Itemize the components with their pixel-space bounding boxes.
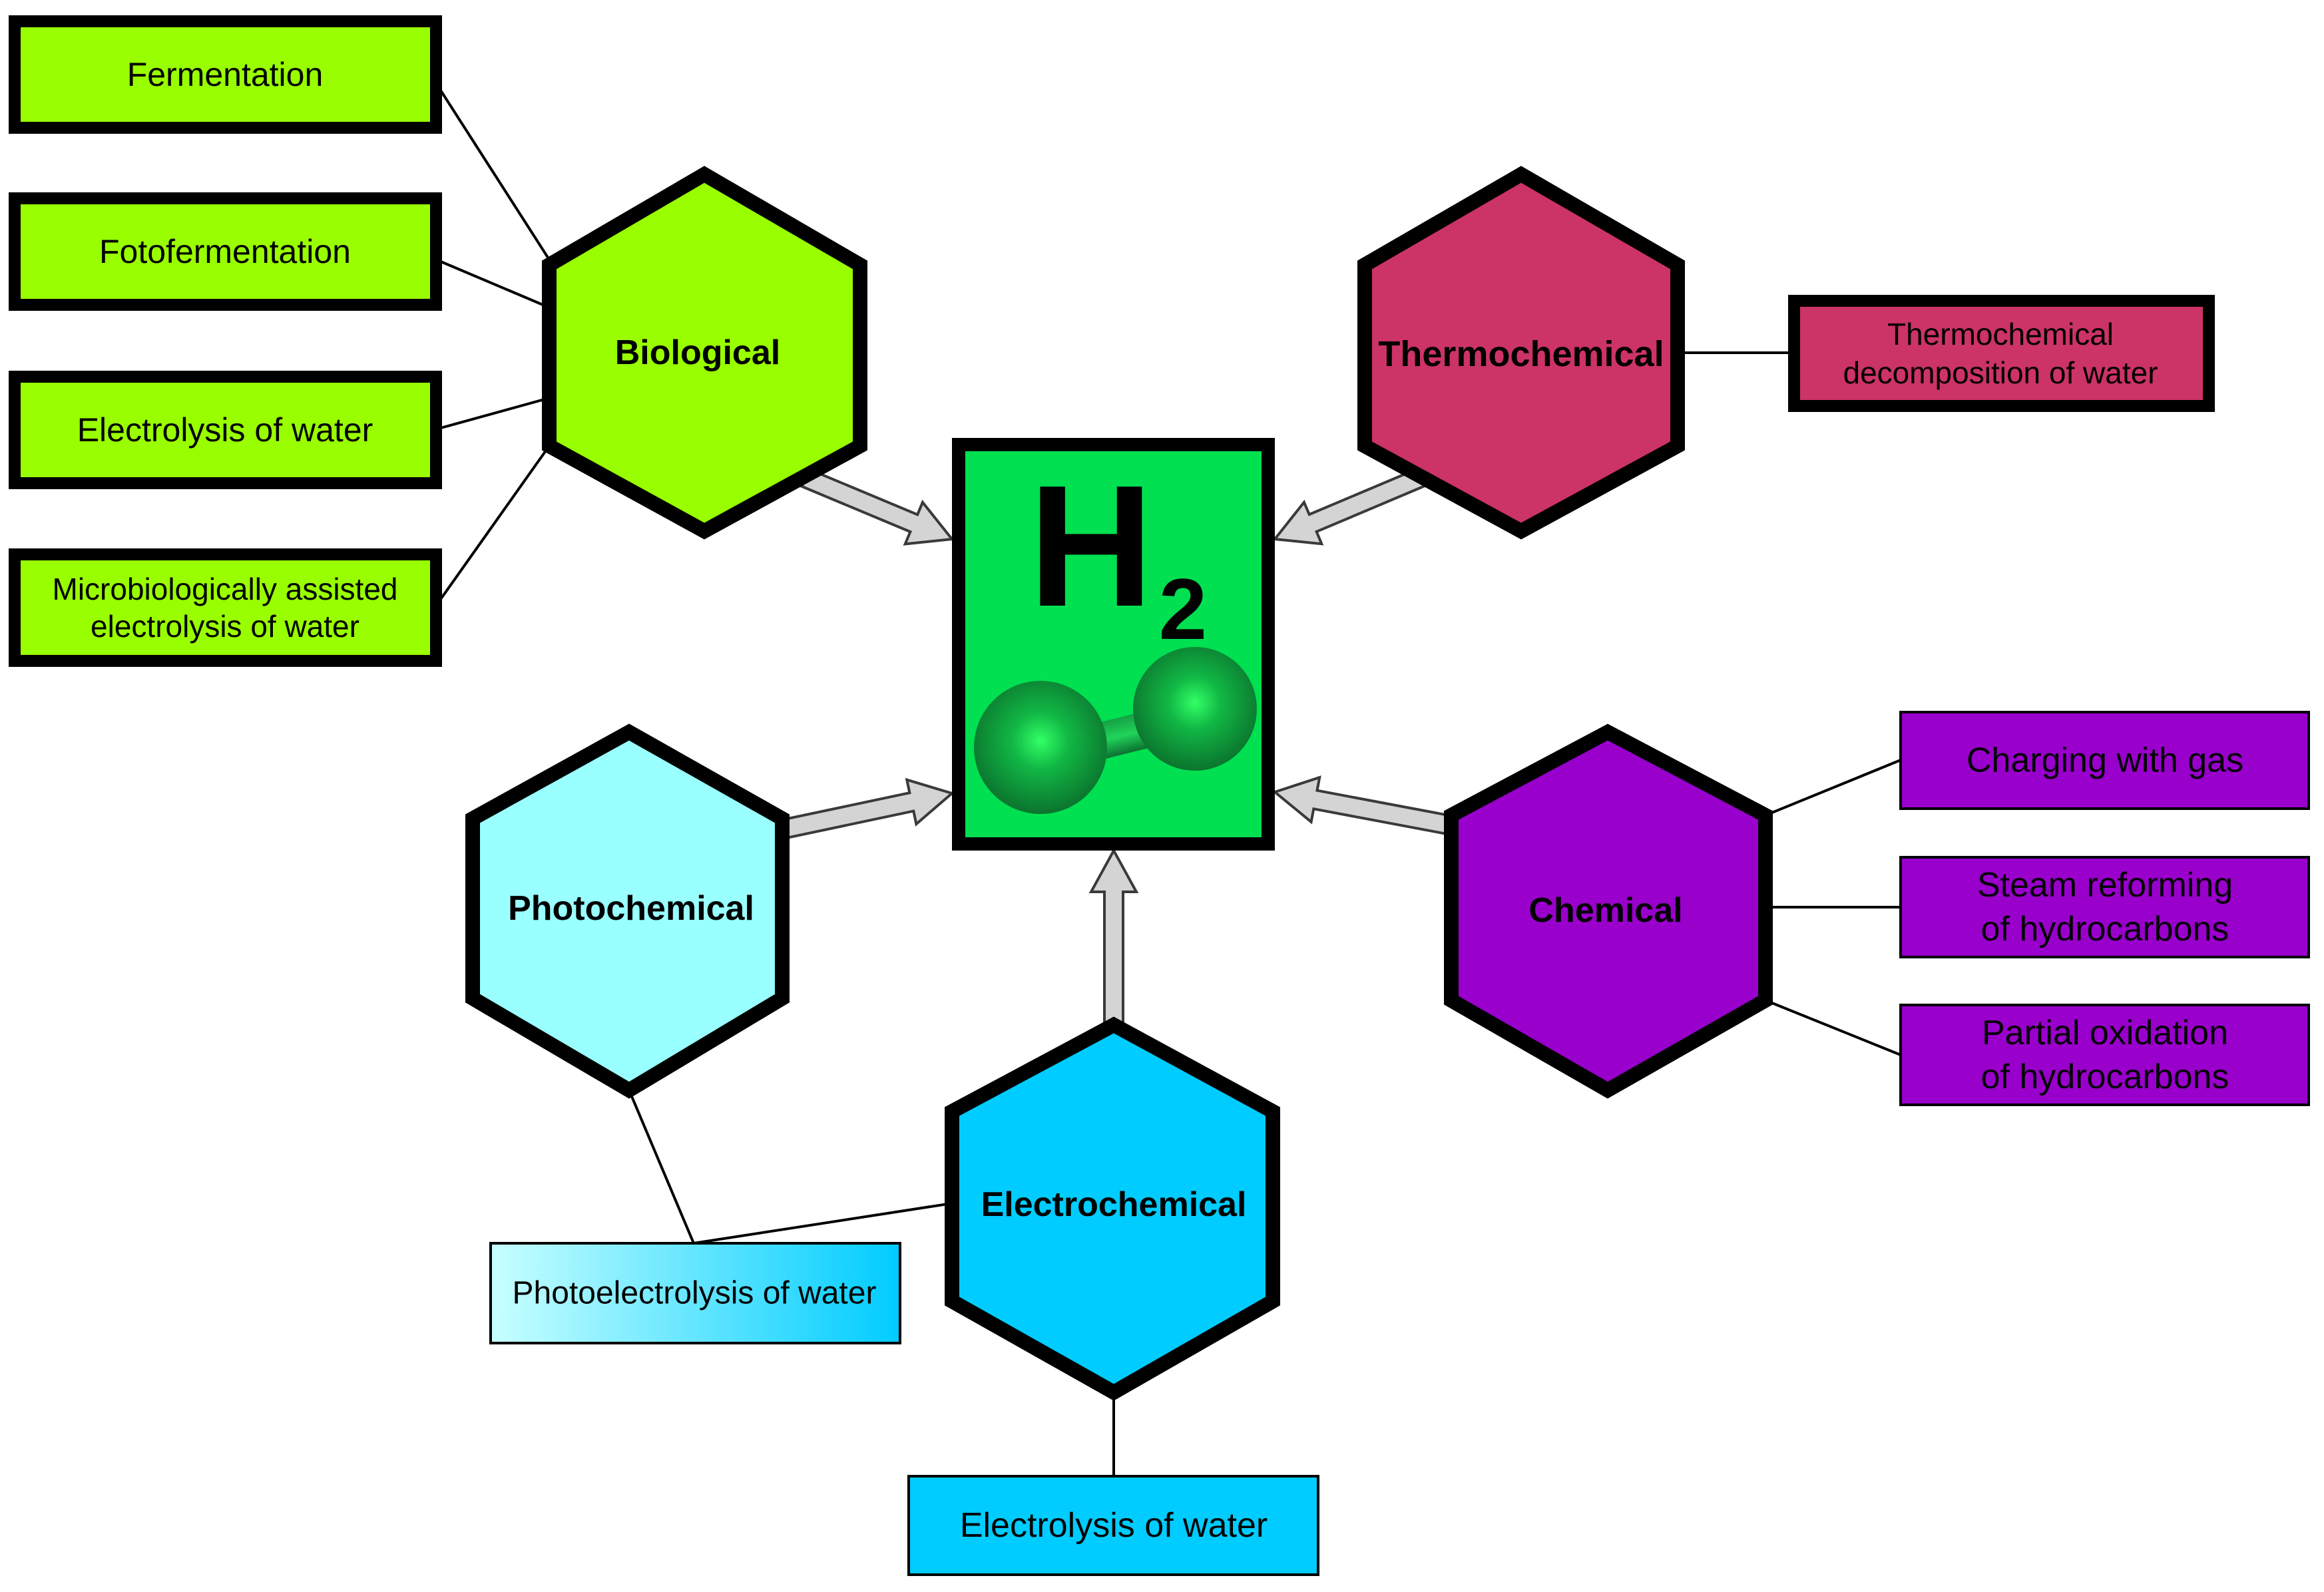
box-electro-electrolysis-line-1: Electrolysis of water bbox=[960, 1506, 1268, 1545]
connector-charging bbox=[1765, 759, 1901, 817]
hexagon-electrochemical: Electrochemical bbox=[945, 1016, 1280, 1401]
box-charging-rect bbox=[1899, 711, 2310, 810]
box-bio-electrolysis: Electrolysis of water bbox=[9, 371, 442, 489]
box-fermentation: Fermentation bbox=[9, 15, 442, 134]
hexagon-chemical: Chemical bbox=[1444, 723, 1773, 1099]
connector-fermentation bbox=[435, 82, 551, 261]
hexagon-electrochemical-shape bbox=[945, 1016, 1280, 1401]
box-steam: Steam reforming of hydrocarbons bbox=[1899, 856, 2310, 958]
box-bio-electrolysis-rect bbox=[9, 371, 442, 489]
hexagon-photochemical-label: Photochemical bbox=[508, 889, 754, 928]
box-fermentation-line-1: Fermentation bbox=[127, 56, 324, 93]
box-microbio-line-2: electrolysis of water bbox=[91, 609, 359, 644]
box-thermo-decomp-line-1: Thermochemical bbox=[1887, 317, 2114, 351]
center-h2-symbol: H2 bbox=[1029, 450, 1207, 658]
arrow-photochemical bbox=[782, 777, 955, 840]
arrow-electrochemical bbox=[1088, 847, 1139, 1026]
box-thermo-decomp-line-2: decomposition of water bbox=[1843, 355, 2158, 390]
hexagon-photochemical-shape bbox=[465, 723, 790, 1099]
center-h2-box: H2 bbox=[952, 438, 1275, 851]
box-fermentation-rect bbox=[9, 15, 442, 134]
hexagon-electrochemical-label: Electrochemical bbox=[981, 1185, 1247, 1224]
box-charging: Charging with gas bbox=[1899, 711, 2310, 810]
connector-bio-electrolysis bbox=[435, 397, 550, 431]
box-fotofermentation-rect bbox=[9, 192, 442, 311]
connector-partial bbox=[1765, 999, 1901, 1056]
box-partial-rect bbox=[1899, 1004, 2310, 1106]
center-h2-sub: 2 bbox=[1159, 560, 1207, 658]
hexagon-biological-shape bbox=[542, 166, 867, 540]
box-thermo-decomp-rect bbox=[1788, 295, 2215, 412]
box-partial-line-1: Partial oxidation bbox=[1982, 1014, 2228, 1052]
box-electro-electrolysis-rect bbox=[907, 1475, 1319, 1576]
box-electro-electrolysis: Electrolysis of water bbox=[907, 1475, 1319, 1576]
box-photoelectrolysis-line-1: Photoelectrolysis of water bbox=[513, 1276, 877, 1311]
h2-molecule-icon bbox=[974, 647, 1257, 814]
h2-molecule-atom-left bbox=[974, 681, 1107, 814]
hexagon-chemical-label: Chemical bbox=[1528, 891, 1682, 930]
hexagon-thermochemical-shape bbox=[1357, 166, 1685, 540]
hexagon-thermochemical: Thermochemical bbox=[1357, 166, 1685, 540]
connector-lines bbox=[435, 82, 1901, 1476]
center-h2-main: H bbox=[1029, 450, 1154, 643]
hexagon-biological: Biological bbox=[542, 166, 867, 540]
box-fotofermentation-line-1: Fotofermentation bbox=[99, 233, 351, 270]
box-microbio-line-1: Microbiologically assisted bbox=[53, 572, 398, 606]
arrow-thermochemical bbox=[1272, 465, 1431, 546]
hexagon-biological-label: Biological bbox=[615, 333, 780, 372]
box-photoelectrolysis-rect bbox=[489, 1242, 901, 1344]
hexagon-chemical-shape bbox=[1444, 723, 1773, 1099]
box-charging-line-1: Charging with gas bbox=[1967, 741, 2243, 780]
connector-photo-to-box bbox=[628, 1090, 695, 1244]
hexagon-thermochemical-label: Thermochemical bbox=[1378, 334, 1664, 374]
box-partial-line-2: of hydrocarbons bbox=[1981, 1058, 2229, 1096]
connector-fotofermentation bbox=[435, 258, 550, 309]
connector-electro-to-photobox bbox=[693, 1202, 953, 1245]
box-fotofermentation: Fotofermentation bbox=[9, 192, 442, 311]
box-photoelectrolysis: Photoelectrolysis of water bbox=[489, 1242, 901, 1344]
box-steam-line-1: Steam reforming bbox=[1977, 866, 2233, 904]
box-thermo-decomp: Thermochemical decomposition of water bbox=[1788, 295, 2215, 412]
method-boxes: FermentationFotofermentationElectrolysis… bbox=[9, 15, 2310, 1576]
box-partial: Partial oxidation of hydrocarbons bbox=[1899, 1004, 2310, 1106]
arrow-biological bbox=[800, 467, 955, 546]
connector-microbio bbox=[435, 445, 551, 607]
box-bio-electrolysis-line-1: Electrolysis of water bbox=[77, 411, 373, 449]
box-steam-line-2: of hydrocarbons bbox=[1981, 910, 2229, 948]
h2-molecule-atom-right bbox=[1133, 647, 1257, 771]
hexagon-photochemical: Photochemical bbox=[465, 723, 790, 1099]
box-microbio-rect bbox=[9, 548, 442, 667]
arrow-chemical bbox=[1272, 775, 1455, 837]
box-steam-rect bbox=[1899, 856, 2310, 958]
arrows bbox=[782, 465, 1455, 1026]
